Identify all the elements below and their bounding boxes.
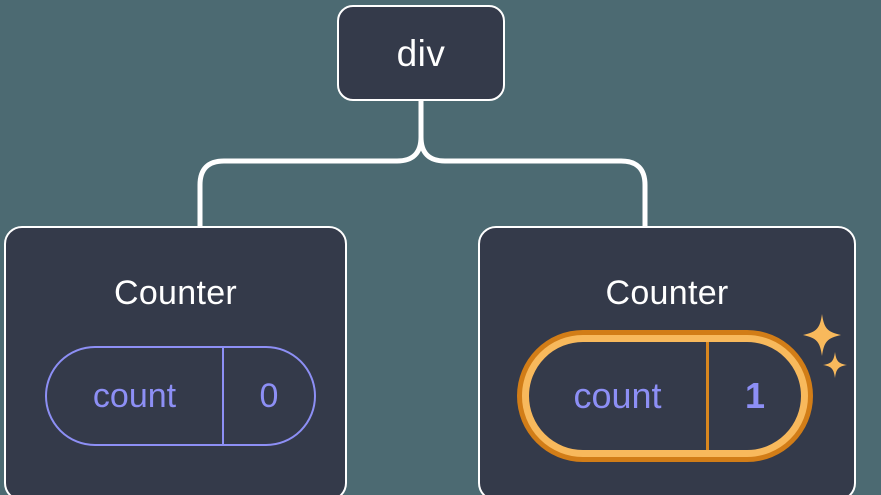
counter-right-title: Counter xyxy=(605,274,729,312)
counter-left-state-key: count xyxy=(92,377,177,415)
connector-right-branch xyxy=(418,98,648,229)
counter-right-state-pill-wrapper: count 1 xyxy=(522,335,808,457)
node-div[interactable]: div xyxy=(337,5,505,101)
node-counter-left[interactable]: Counter count 0 xyxy=(4,226,347,495)
node-counter-right[interactable]: Counter count 1 xyxy=(478,226,856,495)
counter-left-state-value: 0 xyxy=(222,348,314,444)
counter-left-state-pill[interactable]: count 0 xyxy=(45,346,316,446)
counter-right-state-value: 1 xyxy=(706,342,801,450)
counter-right-state-key: count xyxy=(573,375,662,416)
node-div-label: div xyxy=(396,32,446,74)
counter-left-title: Counter xyxy=(113,274,238,312)
counter-right-state-pill[interactable]: count 1 xyxy=(522,335,808,457)
connector-left-branch xyxy=(197,98,424,229)
counter-left-state-pill-wrapper: count 0 xyxy=(45,346,316,446)
